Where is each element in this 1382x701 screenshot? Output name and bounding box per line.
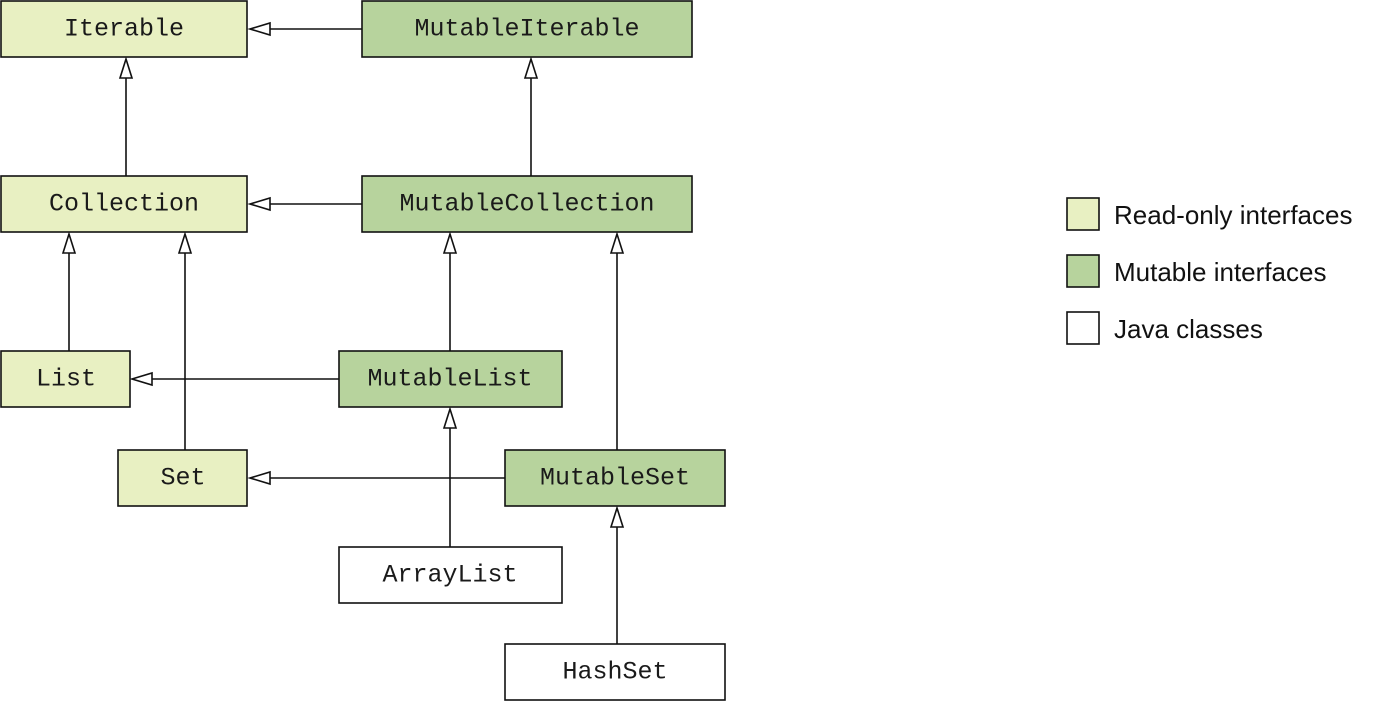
node-mutable-iterable-label: MutableIterable <box>414 15 639 44</box>
node-iterable-label: Iterable <box>64 15 184 44</box>
node-list-label: List <box>36 365 96 394</box>
node-collection: Collection <box>0 175 248 233</box>
arrowhead-collection-bottom-left <box>61 231 77 254</box>
node-mutable-collection: MutableCollection <box>361 175 693 233</box>
legend-label-java: Java classes <box>1114 314 1263 344</box>
arrowhead-mutable-set-bottom <box>609 505 625 528</box>
node-mutable-list-label: MutableList <box>367 365 532 394</box>
arrowhead-mutable-list-bottom <box>442 406 458 429</box>
arrowhead-iterable-right <box>247 21 271 37</box>
node-hash-set: HashSet <box>504 643 726 701</box>
legend: Read-only interfaces Mutable interfaces … <box>1066 197 1352 345</box>
node-list: List <box>0 350 131 408</box>
node-iterable: Iterable <box>0 0 248 58</box>
arrowhead-mutable-collection-bottom-left <box>442 231 458 254</box>
node-mutable-collection-label: MutableCollection <box>399 190 654 219</box>
legend-swatch-java <box>1066 311 1100 345</box>
arrowhead-collection-bottom-right <box>177 231 193 254</box>
inheritance-edges <box>61 21 625 644</box>
class-nodes: Iterable MutableIterable Collection Muta… <box>0 0 726 701</box>
arrowhead-collection-right <box>247 196 271 212</box>
node-array-list-label: ArrayList <box>382 561 517 590</box>
legend-swatch-mutable <box>1066 254 1100 288</box>
arrowhead-set-right <box>247 470 271 486</box>
legend-item-mutable: Mutable interfaces <box>1066 254 1326 288</box>
legend-label-readonly: Read-only interfaces <box>1114 200 1352 230</box>
arrowhead-mutable-iterable-bottom <box>523 56 539 79</box>
arrowhead-list-right <box>129 371 153 387</box>
node-array-list: ArrayList <box>338 546 563 604</box>
node-mutable-list: MutableList <box>338 350 563 408</box>
legend-item-readonly: Read-only interfaces <box>1066 197 1352 231</box>
node-hash-set-label: HashSet <box>562 658 667 687</box>
node-set: Set <box>117 449 248 507</box>
node-mutable-iterable: MutableIterable <box>361 0 693 58</box>
node-mutable-set-label: MutableSet <box>540 464 690 493</box>
legend-label-mutable: Mutable interfaces <box>1114 257 1326 287</box>
legend-swatch-readonly <box>1066 197 1100 231</box>
arrowhead-mutable-collection-bottom-right <box>609 231 625 254</box>
node-collection-label: Collection <box>49 190 199 219</box>
legend-item-java: Java classes <box>1066 311 1263 345</box>
node-mutable-set: MutableSet <box>504 449 726 507</box>
arrowhead-iterable-bottom <box>118 56 134 79</box>
node-set-label: Set <box>160 464 205 493</box>
